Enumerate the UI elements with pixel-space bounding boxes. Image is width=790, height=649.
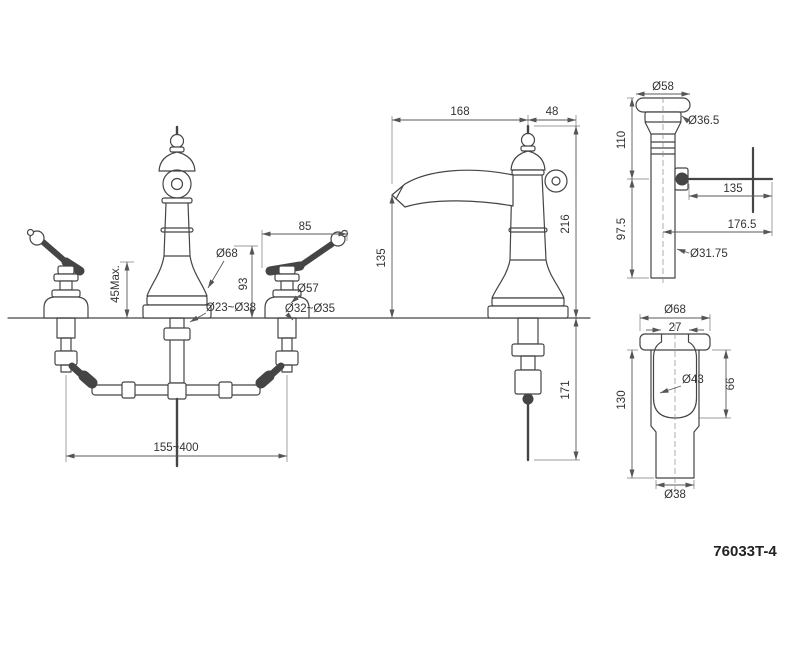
dim-spout-reach: 168: [450, 106, 469, 118]
drain-body: [635, 97, 774, 286]
dim-cup-inner-diameter: Ø43: [682, 374, 704, 386]
dim-cup-depth: 66: [725, 378, 737, 391]
front-left-handle: [26, 228, 89, 319]
front-spout-column: [142, 125, 212, 319]
dim-drain-tube-diameter: Ø31.75: [690, 248, 728, 260]
flange-section-view: Ø68 27 66 Ø43 130 Ø38: [616, 304, 737, 501]
side-underdeck-assembly: [511, 317, 545, 462]
side-view-dimensions: 168 48 135 216 171: [376, 106, 580, 461]
dim-rod-total-length: 176.5: [728, 219, 757, 231]
side-spout-body: [391, 124, 569, 319]
front-underdeck-assembly: [54, 317, 299, 468]
dim-drain-lower-length: 97.5: [616, 218, 628, 240]
drain-assembly-view: Ø58 Ø36.5 110 97.5 135 176.5 Ø31.75: [616, 81, 774, 286]
model-number: 76033T-4: [713, 543, 777, 560]
dim-spout-back-offset: 48: [546, 106, 559, 118]
dim-outlet-height: 135: [376, 248, 388, 267]
dim-below-deck-length: 171: [560, 380, 572, 399]
dim-side-hole-diameter: Ø32~Ø35: [285, 303, 335, 315]
side-view: 168 48 135 216 171: [376, 106, 580, 462]
dim-deck-thickness-max: 45Max.: [110, 265, 122, 303]
dim-drain-cap-diameter: Ø58: [652, 81, 674, 93]
dim-lever-length: 85: [299, 221, 312, 233]
dim-rod-length: 135: [723, 183, 742, 195]
dim-center-hole-diameter: Ø23~Ø38: [206, 302, 256, 314]
dim-drain-upper-length: 110: [616, 131, 628, 149]
dim-handle-base-diameter: Ø57: [297, 283, 319, 295]
front-view: 85 Ø68 93 Ø57 45Max. Ø23~Ø38 Ø32~Ø35 155…: [26, 125, 349, 468]
flange-view-dimensions: Ø68 27 66 Ø43 130 Ø38: [616, 304, 737, 501]
dim-tailpiece-diameter: Ø38: [664, 489, 686, 501]
dim-flange-opening: 27: [669, 322, 682, 334]
drain-view-dimensions: Ø58 Ø36.5 110 97.5 135 176.5 Ø31.75: [616, 81, 773, 279]
flange-body: [639, 324, 711, 494]
dim-handle-spread: 155~400: [153, 442, 198, 454]
dim-spout-base-diameter: Ø68: [216, 248, 238, 260]
dim-tailpiece-length: 130: [616, 390, 628, 409]
dim-flange-outer-diameter: Ø68: [664, 304, 686, 316]
dim-handle-height: 93: [238, 278, 250, 291]
dim-total-height: 216: [560, 214, 572, 233]
dim-drain-flange-diameter: Ø36.5: [688, 115, 719, 127]
front-view-dimensions: 85 Ø68 93 Ø57 45Max. Ø23~Ø38 Ø32~Ø35 155…: [65, 221, 348, 462]
